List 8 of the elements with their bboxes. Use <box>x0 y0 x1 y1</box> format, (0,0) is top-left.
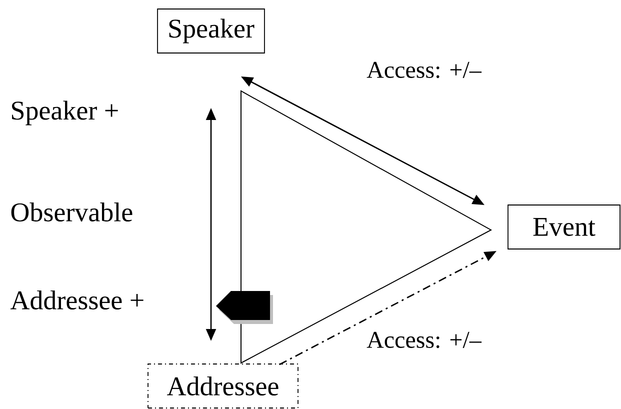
label-box: Addressee <box>148 364 298 408</box>
label-box: Event <box>508 204 620 250</box>
side-label: Observable <box>11 202 132 222</box>
label-box: Speaker <box>157 8 265 54</box>
side-label: Speaker + <box>12 100 118 126</box>
edge-label: Access: +/– <box>366 330 482 350</box>
edge-label: Access: +/– <box>366 60 482 80</box>
side-label: Addressee + <box>10 290 144 310</box>
